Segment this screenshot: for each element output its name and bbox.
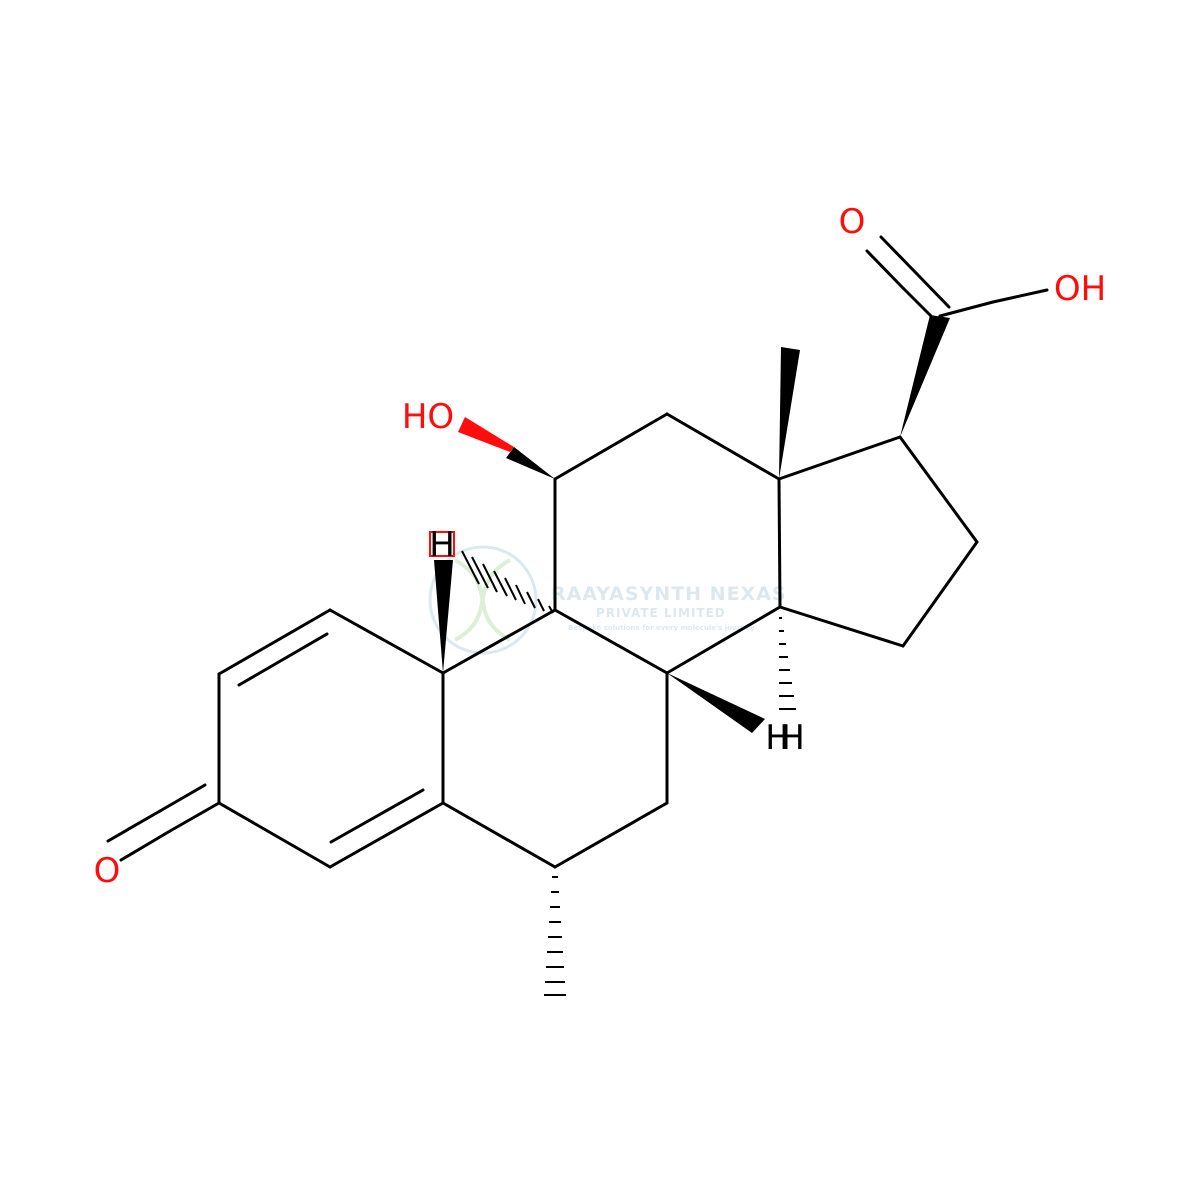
- hydrogen-9-hashed-bond: [461, 550, 554, 614]
- acid-hydroxyl-label: OH: [1054, 269, 1106, 309]
- ketone-group: O: [94, 783, 221, 891]
- hydrogen-14-label: H: [779, 718, 805, 758]
- watermark-logo-icon: [428, 545, 538, 655]
- c9-atom-box: [429, 531, 455, 557]
- ring-a: [217, 608, 445, 869]
- hydrogen-8: H: [667, 673, 791, 758]
- watermark-tagline: Bespoke solutions for every molecule's j…: [568, 624, 755, 632]
- watermark: RAAYASYNTH NEXAS PRIVATE LIMITED Bespoke…: [428, 545, 787, 655]
- carboxylic-acid-group: O OH: [839, 202, 1106, 437]
- ring-b: [441, 608, 669, 869]
- hydrogen-8-label: H: [765, 718, 791, 758]
- acid-carbonyl-oxygen-label: O: [839, 202, 866, 242]
- ring-c: [553, 412, 782, 675]
- ring-d: [777, 435, 979, 648]
- ketone-oxygen-label: O: [94, 851, 121, 891]
- methyl-6-hashed-bond: [544, 876, 566, 996]
- watermark-company: RAAYASYNTH NEXAS: [551, 583, 787, 605]
- hydrogen-9-label: H: [429, 525, 455, 565]
- methyl-13-wedge-bond: [779, 347, 800, 479]
- watermark-dna-icon: [454, 558, 511, 642]
- watermark-subtitle: PRIVATE LIMITED: [596, 606, 726, 620]
- c9-substituents: H: [429, 525, 554, 673]
- hydroxyl-11: HO: [402, 397, 555, 479]
- hydrogen-14-hashed-bond: [779, 617, 796, 710]
- hydroxyl-11-label: HO: [402, 397, 454, 437]
- hydrogen-14: H: [779, 617, 805, 758]
